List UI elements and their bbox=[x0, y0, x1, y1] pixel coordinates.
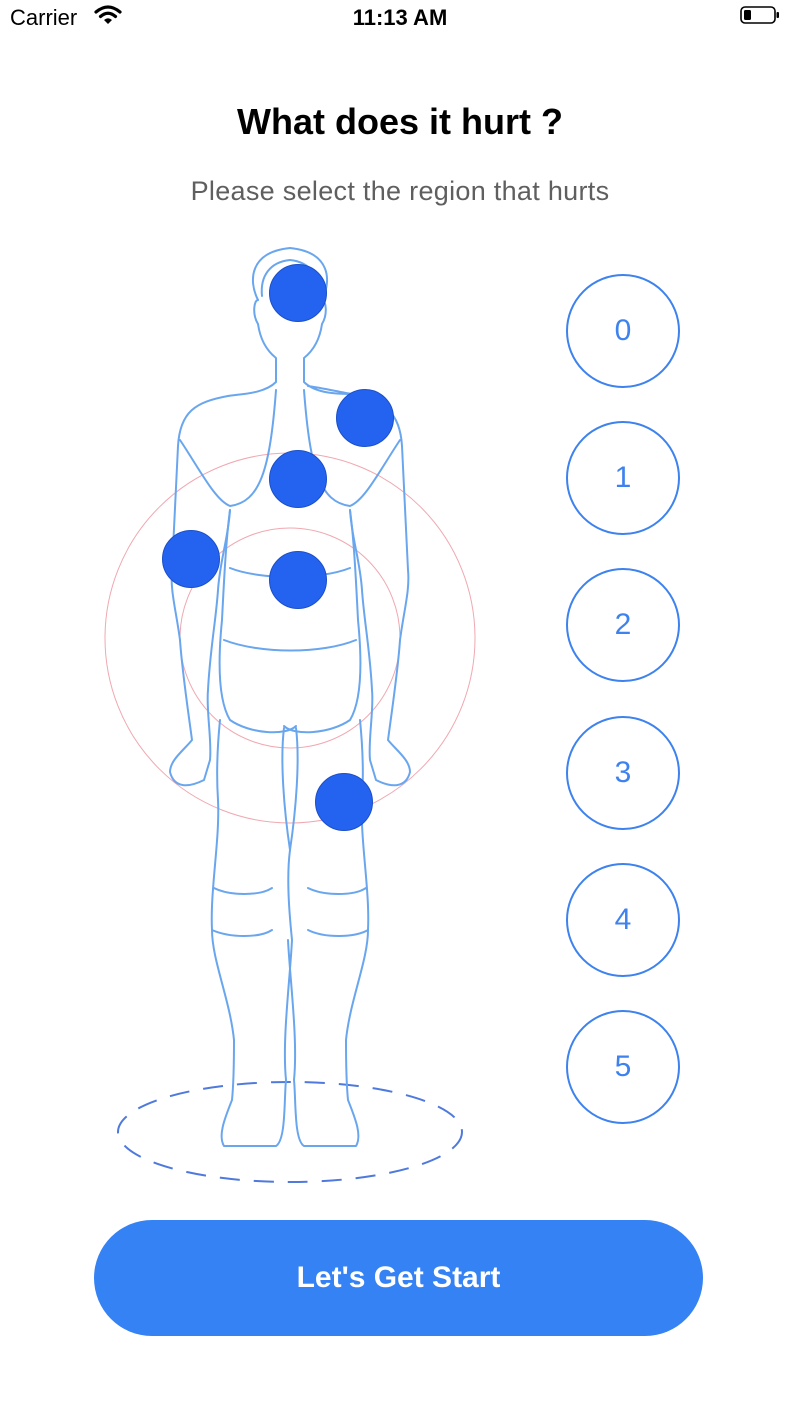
pain-scale-3-button[interactable]: 3 bbox=[566, 716, 680, 830]
pain-scale-2-button[interactable]: 2 bbox=[566, 568, 680, 682]
wifi-icon bbox=[94, 5, 122, 24]
pain-scale-1-button[interactable]: 1 bbox=[566, 421, 680, 535]
pain-point-chest[interactable] bbox=[269, 450, 327, 508]
status-bar: Carrier 11:13 AM bbox=[0, 0, 800, 36]
pain-point-abdomen[interactable] bbox=[269, 551, 327, 609]
pain-point-left-arm[interactable] bbox=[162, 530, 220, 588]
pain-scale-0-button[interactable]: 0 bbox=[566, 274, 680, 388]
floor-ellipse bbox=[117, 1081, 463, 1183]
pain-point-right-shoulder[interactable] bbox=[336, 389, 394, 447]
body-outline-figure bbox=[104, 247, 476, 1183]
target-ring-outer bbox=[104, 452, 476, 824]
pain-scale-4-button[interactable]: 4 bbox=[566, 863, 680, 977]
carrier-label: Carrier bbox=[10, 5, 78, 30]
battery-icon bbox=[740, 6, 779, 24]
body-outline bbox=[169, 247, 411, 1147]
pain-scale-5-button[interactable]: 5 bbox=[566, 1010, 680, 1124]
pain-point-right-thigh[interactable] bbox=[315, 773, 373, 831]
pain-point-head[interactable] bbox=[269, 264, 327, 322]
page-title: What does it hurt ? bbox=[237, 101, 563, 142]
page-subtitle: Please select the region that hurts bbox=[190, 176, 610, 206]
body-map bbox=[100, 240, 480, 1200]
start-button[interactable]: Let's Get Start bbox=[94, 1220, 703, 1336]
status-time: 11:13 AM bbox=[352, 5, 448, 30]
